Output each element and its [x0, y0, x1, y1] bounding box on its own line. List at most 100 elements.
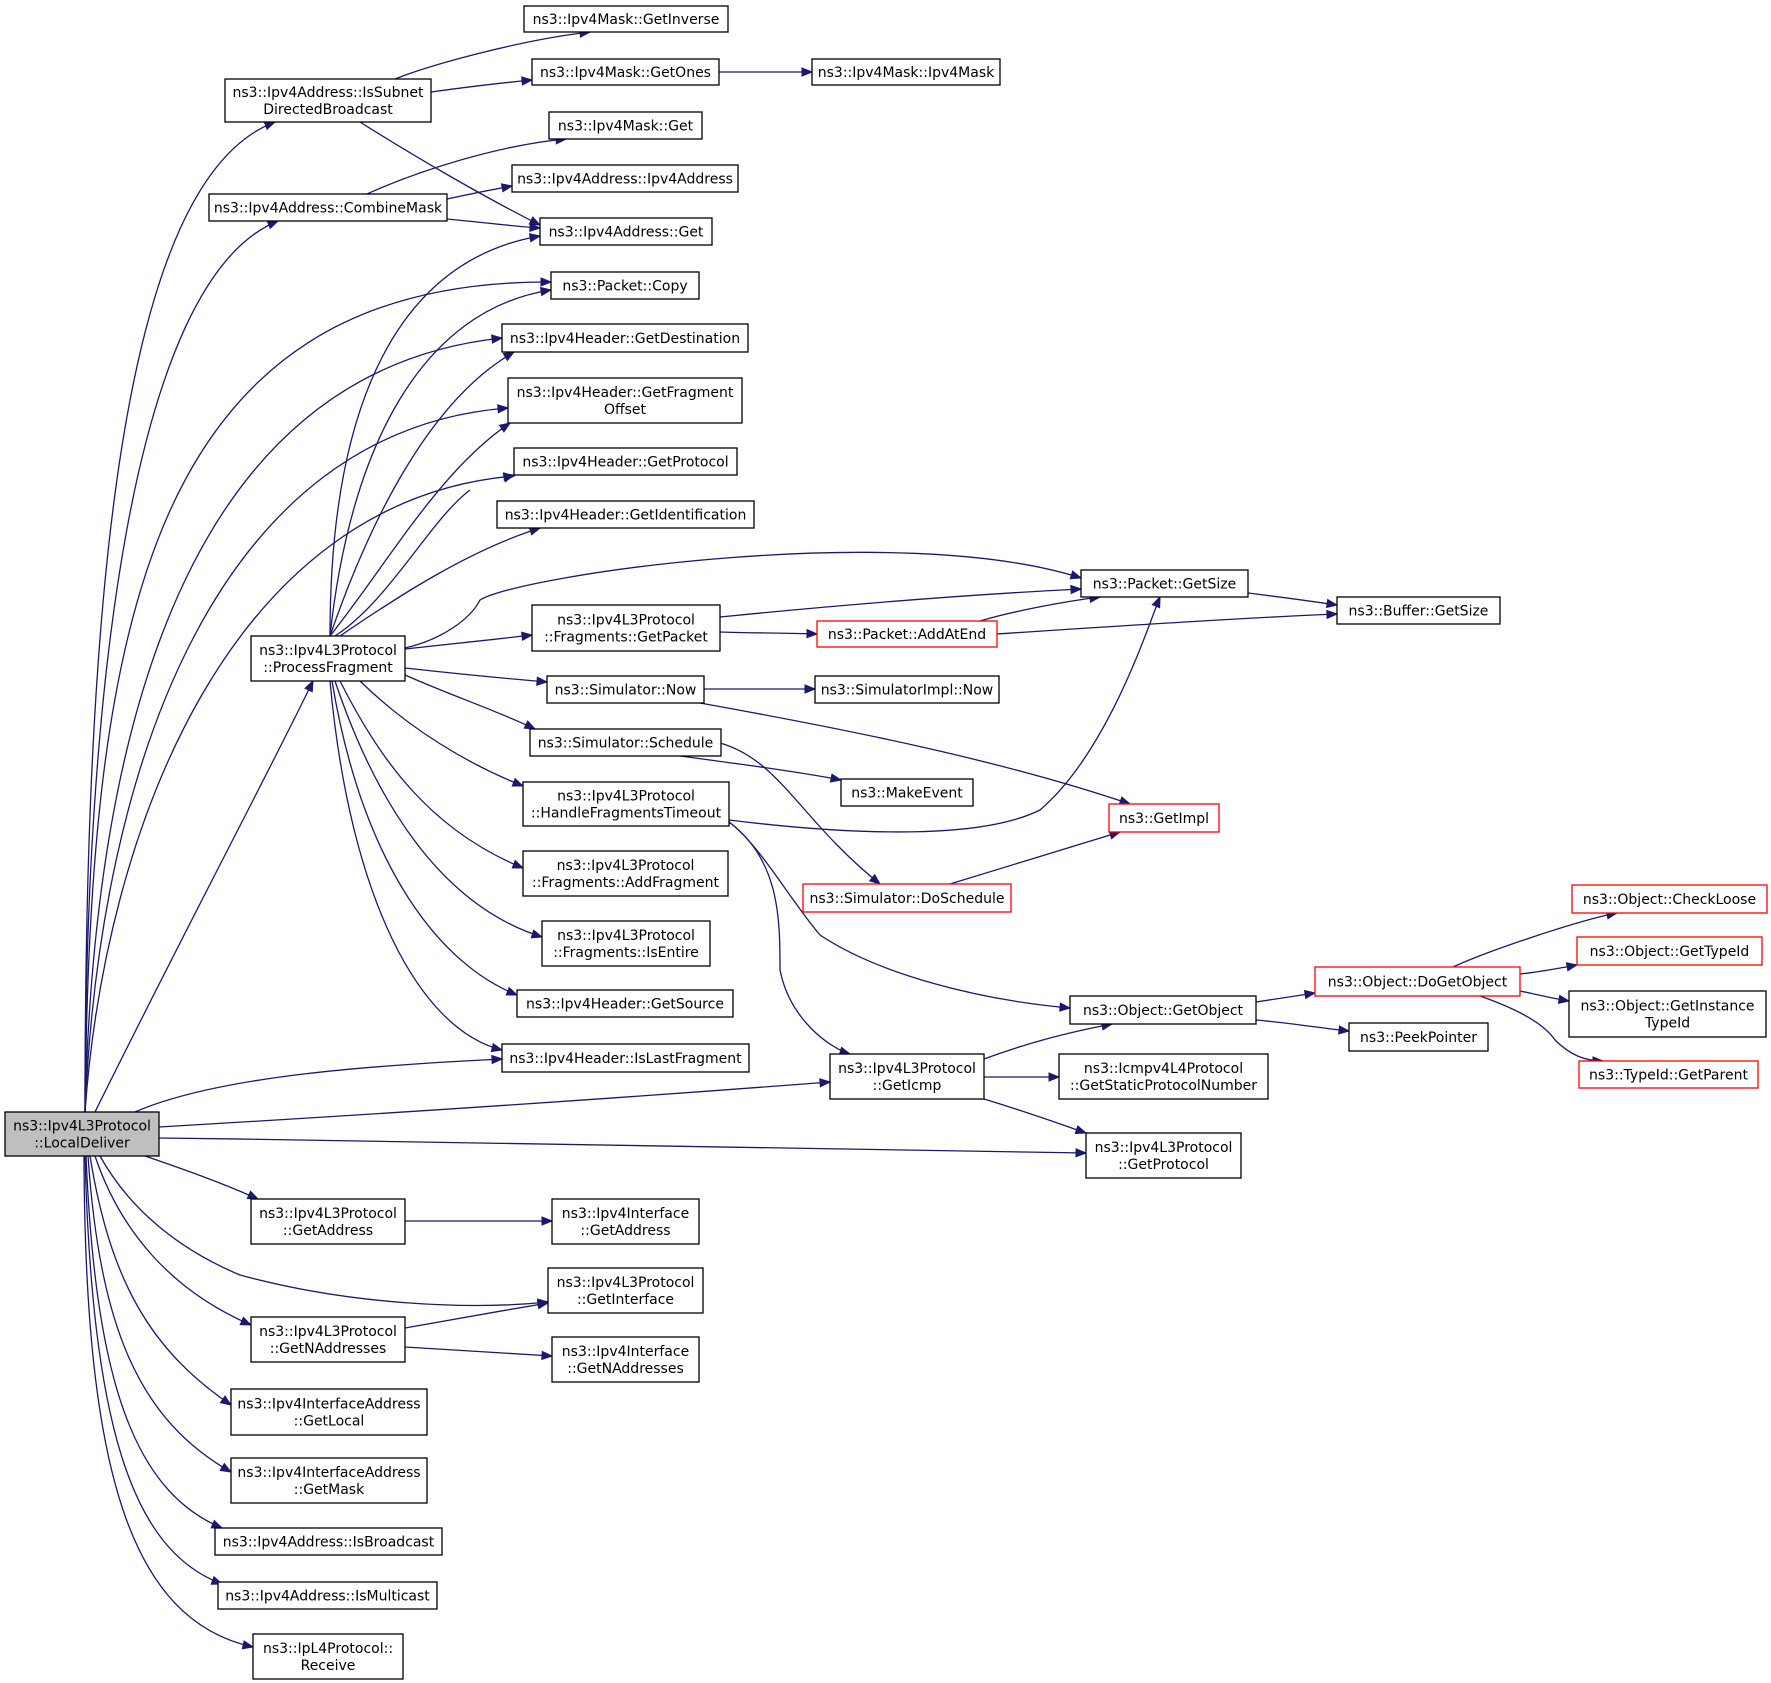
node-box[interactable] [230, 1388, 428, 1436]
node-n25[interactable]: ns3::Ipv4L3Protocol::Fragments::AddFragm… [522, 850, 729, 897]
node-n30[interactable]: ns3::Object::DoGetObject [1314, 966, 1521, 997]
node-n37[interactable]: ns3::Icmpv4L4Protocol::GetStaticProtocol… [1058, 1053, 1269, 1100]
node-n47[interactable]: ns3::Ipv4Address::IsBroadcast [214, 1527, 443, 1556]
node-box[interactable] [816, 620, 998, 648]
node-box[interactable] [496, 500, 755, 529]
node-box[interactable] [551, 1336, 700, 1383]
node-n44[interactable]: ns3::Ipv4Interface::GetNAddresses [551, 1336, 700, 1383]
node-box[interactable] [811, 58, 1001, 86]
node-box[interactable] [4, 1111, 160, 1157]
node-n7[interactable]: ns3::Ipv4Address::Ipv4Address [511, 164, 739, 193]
node-n22[interactable]: ns3::MakeEvent [840, 778, 974, 807]
node-n19[interactable]: ns3::Simulator::Now [546, 675, 705, 704]
node-n1[interactable]: ns3::Ipv4Address::IsSubnetDirectedBroadc… [224, 78, 432, 123]
node-box[interactable] [529, 728, 722, 757]
node-box[interactable] [531, 58, 720, 86]
node-box[interactable] [551, 1198, 700, 1245]
node-box[interactable] [814, 675, 1000, 704]
node-box[interactable] [513, 447, 738, 476]
node-box[interactable] [1314, 966, 1521, 997]
node-n35[interactable]: ns3::Ipv4Header::IsLastFragment [501, 1043, 750, 1073]
node-box[interactable] [546, 675, 705, 704]
node-box[interactable] [539, 217, 713, 246]
node-n13[interactable]: ns3::Ipv4Header::GetIdentification [496, 500, 755, 529]
node-n34[interactable]: ns3::PeekPointer [1348, 1022, 1489, 1052]
node-box[interactable] [250, 1316, 406, 1363]
node-n16[interactable]: ns3::Ipv4L3Protocol::ProcessFragment [250, 635, 406, 682]
node-box[interactable] [1571, 884, 1768, 914]
node-box[interactable] [501, 1043, 750, 1073]
node-box[interactable] [511, 164, 739, 193]
node-n46[interactable]: ns3::Ipv4InterfaceAddress::GetMask [230, 1457, 428, 1504]
node-n21[interactable]: ns3::Simulator::Schedule [529, 728, 722, 757]
node-box[interactable] [1576, 936, 1763, 966]
node-n10[interactable]: ns3::Ipv4Header::GetDestination [501, 323, 749, 353]
node-box[interactable] [1085, 1132, 1242, 1179]
node-box[interactable] [1058, 1053, 1269, 1100]
node-box[interactable] [224, 78, 432, 123]
node-n17[interactable]: ns3::Ipv4L3Protocol::Fragments::GetPacke… [531, 604, 721, 652]
node-n27[interactable]: ns3::Ipv4L3Protocol::Fragments::IsEntire [541, 920, 711, 967]
node-box[interactable] [1080, 569, 1249, 598]
node-n2[interactable]: ns3::Ipv4Mask::GetInverse [523, 5, 729, 33]
node-n41[interactable]: ns3::Ipv4Interface::GetAddress [551, 1198, 700, 1245]
node-box[interactable] [1348, 1022, 1489, 1052]
node-n9[interactable]: ns3::Packet::Copy [550, 271, 700, 300]
node-box[interactable] [1108, 803, 1220, 833]
node-box[interactable] [501, 323, 749, 353]
node-box[interactable] [541, 920, 711, 967]
node-box[interactable] [252, 1633, 404, 1680]
node-box[interactable] [840, 778, 974, 807]
node-box[interactable] [547, 1267, 704, 1314]
node-n18[interactable]: ns3::Packet::AddAtEnd [816, 620, 998, 648]
node-box[interactable] [250, 635, 406, 682]
node-n45[interactable]: ns3::Ipv4InterfaceAddress::GetLocal [230, 1388, 428, 1436]
node-n29[interactable]: ns3::Object::GetTypeId [1576, 936, 1763, 966]
node-n40[interactable]: ns3::Ipv4L3Protocol::GetAddress [250, 1198, 406, 1245]
node-n49[interactable]: ns3::IpL4Protocol::Receive [252, 1633, 404, 1680]
node-n12[interactable]: ns3::Ipv4Header::GetProtocol [513, 447, 738, 476]
node-n28[interactable]: ns3::Object::CheckLoose [1571, 884, 1768, 914]
node-n5[interactable]: ns3::Ipv4Mask::Get [548, 111, 703, 140]
node-n39[interactable]: ns3::Ipv4L3Protocol::GetProtocol [1085, 1132, 1242, 1179]
node-box[interactable] [507, 377, 743, 424]
node-n14[interactable]: ns3::Packet::GetSize [1080, 569, 1249, 598]
node-box[interactable] [550, 271, 700, 300]
node-box[interactable] [217, 1581, 438, 1610]
node-box[interactable] [829, 1053, 985, 1100]
node-n42[interactable]: ns3::Ipv4L3Protocol::GetInterface [547, 1267, 704, 1314]
node-box[interactable] [1336, 596, 1501, 625]
node-n3[interactable]: ns3::Ipv4Mask::GetOnes [531, 58, 720, 86]
node-n26[interactable]: ns3::Simulator::DoSchedule [802, 883, 1012, 913]
node-box[interactable] [548, 111, 703, 140]
node-box[interactable] [522, 781, 730, 827]
node-n43[interactable]: ns3::Ipv4L3Protocol::GetNAddresses [250, 1316, 406, 1363]
node-box[interactable] [522, 850, 729, 897]
node-n24[interactable]: ns3::GetImpl [1108, 803, 1220, 833]
node-box[interactable] [208, 193, 448, 222]
node-n36[interactable]: ns3::Ipv4L3Protocol::GetIcmp [829, 1053, 985, 1100]
node-box[interactable] [250, 1198, 406, 1245]
node-box[interactable] [523, 5, 729, 33]
node-n20[interactable]: ns3::SimulatorImpl::Now [814, 675, 1000, 704]
node-box[interactable] [214, 1527, 443, 1556]
node-n0[interactable]: ns3::Ipv4L3Protocol::LocalDeliver [4, 1111, 160, 1157]
node-n23[interactable]: ns3::Ipv4L3Protocol::HandleFragmentsTime… [522, 781, 730, 827]
node-box[interactable] [1069, 995, 1257, 1025]
node-n38[interactable]: ns3::TypeId::GetParent [1578, 1060, 1759, 1089]
node-box[interactable] [1578, 1060, 1759, 1089]
node-box[interactable] [1568, 990, 1767, 1038]
node-n48[interactable]: ns3::Ipv4Address::IsMulticast [217, 1581, 438, 1610]
node-box[interactable] [802, 883, 1012, 913]
node-box[interactable] [531, 604, 721, 652]
node-n15[interactable]: ns3::Buffer::GetSize [1336, 596, 1501, 625]
node-n8[interactable]: ns3::Ipv4Address::Get [539, 217, 713, 246]
node-n31[interactable]: ns3::Ipv4Header::GetSource [516, 989, 734, 1018]
node-n32[interactable]: ns3::Object::GetObject [1069, 995, 1257, 1025]
node-n4[interactable]: ns3::Ipv4Mask::Ipv4Mask [811, 58, 1001, 86]
node-n6[interactable]: ns3::Ipv4Address::CombineMask [208, 193, 448, 222]
node-box[interactable] [230, 1457, 428, 1504]
node-box[interactable] [516, 989, 734, 1018]
